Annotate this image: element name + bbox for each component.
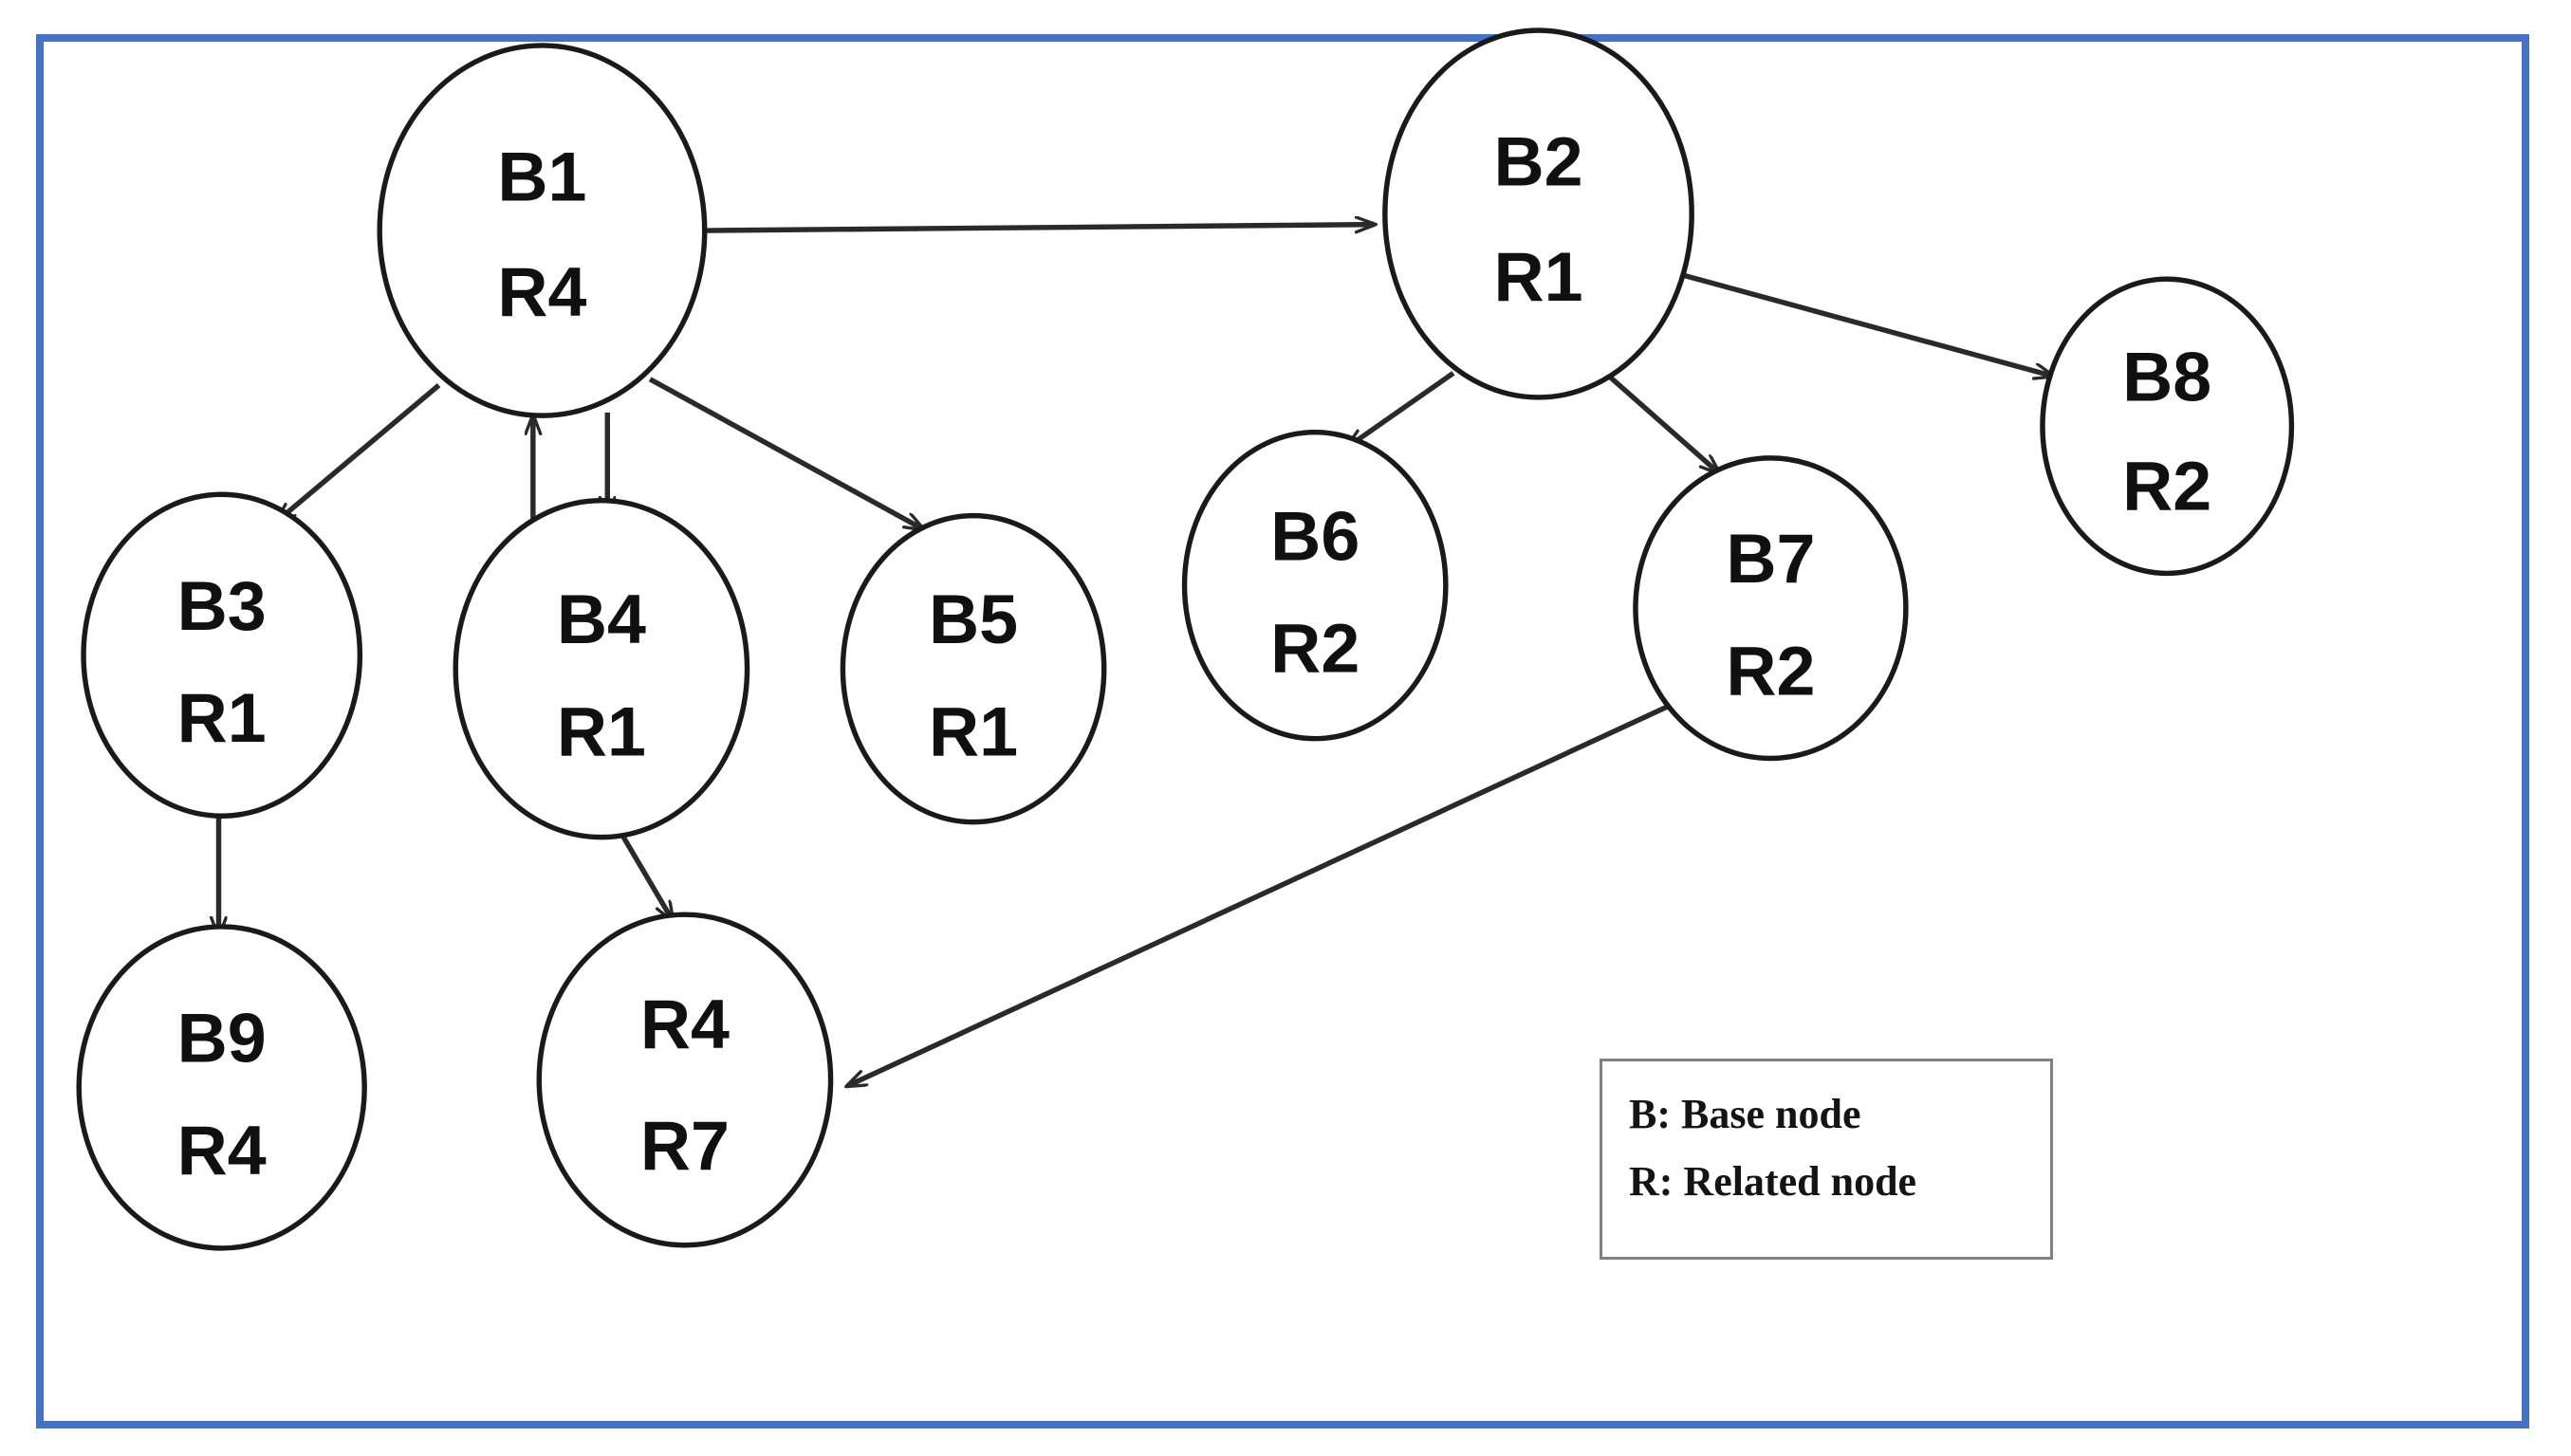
node-b7[interactable]: B7 R2 — [1633, 455, 1909, 762]
node-b1-label-bottom: R4 — [497, 252, 586, 331]
edge-layer — [219, 225, 2054, 1089]
node-b4-label-top: B4 — [557, 580, 646, 658]
legend-box: B: Base node R: Related node — [1600, 1059, 2053, 1260]
node-b7-label-bottom: R2 — [1726, 632, 1815, 710]
node-b6[interactable]: B6 R2 — [1181, 429, 1449, 742]
node-b9-label-bottom: R4 — [177, 1111, 267, 1189]
edge-b2-to-b7 — [1600, 368, 1719, 473]
edge-b4-to-r4r7 — [620, 834, 673, 921]
edge-b1-to-b2 — [706, 225, 1374, 230]
edge-b1-to-b5 — [648, 377, 923, 529]
node-b1[interactable]: B1 R4 — [377, 43, 708, 418]
node-b5[interactable]: B5 R1 — [840, 512, 1107, 825]
node-b2-label-top: B2 — [1493, 121, 1582, 200]
node-b3-label-bottom: R1 — [177, 678, 267, 757]
node-b6-label-top: B6 — [1270, 496, 1359, 575]
node-b6-label-bottom: R2 — [1270, 609, 1359, 688]
node-b6-shape[interactable] — [1181, 429, 1449, 742]
edge-b2-to-b8 — [1674, 270, 2054, 377]
edge-b7-to-r4r7 — [847, 703, 1672, 1089]
node-b1-label-top: B1 — [497, 137, 586, 215]
legend-line-base-node: B: Base node — [1629, 1091, 1861, 1137]
node-b2-shape[interactable] — [1382, 28, 1694, 400]
edge-b2-to-b6 — [1347, 371, 1455, 447]
node-b9[interactable]: B9 R4 — [76, 924, 367, 1251]
node-b8-label-top: B8 — [2122, 337, 2211, 415]
node-b7-label-top: B7 — [1726, 519, 1815, 598]
node-b9-shape[interactable] — [76, 924, 367, 1251]
node-r4r7-label-bottom: R7 — [640, 1106, 730, 1185]
edge-b1-to-b3 — [276, 383, 441, 522]
node-b1-shape[interactable] — [377, 43, 708, 418]
node-b2[interactable]: B2 R1 — [1382, 28, 1694, 400]
node-b5-shape[interactable] — [840, 512, 1107, 825]
node-layer: B1 R4 B2 R1 B8 R2 B3 R1 B4 R1 — [76, 28, 2295, 1251]
node-b3-label-top: B3 — [177, 566, 267, 645]
node-b9-label-top: B9 — [177, 999, 267, 1078]
node-b4-label-bottom: R1 — [557, 692, 646, 771]
node-b8-label-bottom: R2 — [2122, 447, 2211, 525]
node-b4[interactable]: B4 R1 — [453, 497, 750, 840]
node-b8-shape[interactable] — [2040, 276, 2295, 577]
node-b3-shape[interactable] — [81, 491, 363, 819]
node-b5-label-top: B5 — [929, 580, 1018, 658]
node-r4r7[interactable]: R4 R7 — [536, 912, 834, 1248]
node-b7-shape[interactable] — [1633, 455, 1909, 762]
node-r4r7-shape[interactable] — [536, 912, 834, 1248]
node-b5-label-bottom: R1 — [929, 692, 1018, 771]
node-b4-shape[interactable] — [453, 497, 750, 840]
node-b2-label-bottom: R1 — [1493, 237, 1582, 316]
node-b3[interactable]: B3 R1 — [81, 491, 363, 819]
legend-line-related-node: R: Related node — [1629, 1158, 1917, 1206]
node-b8[interactable]: B8 R2 — [2040, 276, 2295, 577]
node-r4r7-label-top: R4 — [640, 985, 730, 1063]
